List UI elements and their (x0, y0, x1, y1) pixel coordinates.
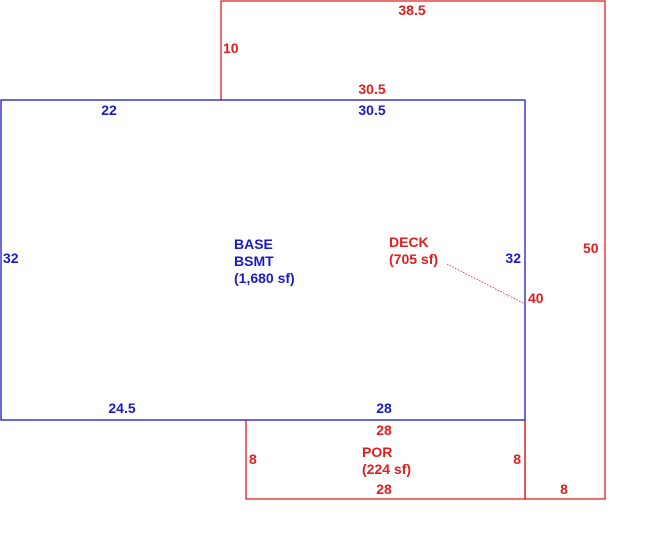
porch-area: 28 28 8 8 POR (224 sf) (245, 420, 526, 500)
base-outline (0, 99, 526, 421)
porch-dim-right: 8 (513, 451, 521, 467)
porch-dim-left: 8 (249, 451, 257, 467)
deck-dim-inner-right: 40 (528, 290, 544, 306)
deck-name: DECK (389, 234, 429, 250)
base-dim-top-right: 30.5 (358, 102, 385, 118)
deck-dim-right: 50 (583, 240, 599, 256)
porch-name: POR (362, 444, 392, 460)
deck-outline (220, 0, 606, 500)
porch-dim-top: 28 (376, 422, 392, 438)
base-dim-top-left: 22 (101, 102, 117, 118)
base-area-label: (1,680 sf) (234, 270, 295, 286)
porch-area-label: (224 sf) (362, 461, 411, 477)
base-name-line1: BASE (234, 236, 273, 252)
base-dim-left: 32 (3, 250, 19, 266)
base-dim-bottom-left: 24.5 (108, 400, 135, 416)
deck-area-label: (705 sf) (389, 251, 438, 267)
deck-dim-bottom: 8 (560, 481, 568, 497)
base-area: 22 30.5 32 32 24.5 28 BASE BSMT (1,680 s… (0, 99, 526, 421)
deck-dim-top: 38.5 (398, 2, 425, 18)
base-dim-right: 32 (505, 250, 521, 266)
base-name-line2: BSMT (234, 253, 274, 269)
base-dim-bottom-right: 28 (376, 400, 392, 416)
deck-area: 38.5 10 30.5 50 40 8 DECK (705 sf) (220, 0, 606, 500)
deck-dim-inner-top: 30.5 (358, 81, 385, 97)
deck-dim-upper-left: 10 (223, 40, 239, 56)
porch-dim-bottom: 28 (376, 481, 392, 497)
porch-outline (245, 420, 525, 500)
deck-leader-line (446, 263, 524, 304)
